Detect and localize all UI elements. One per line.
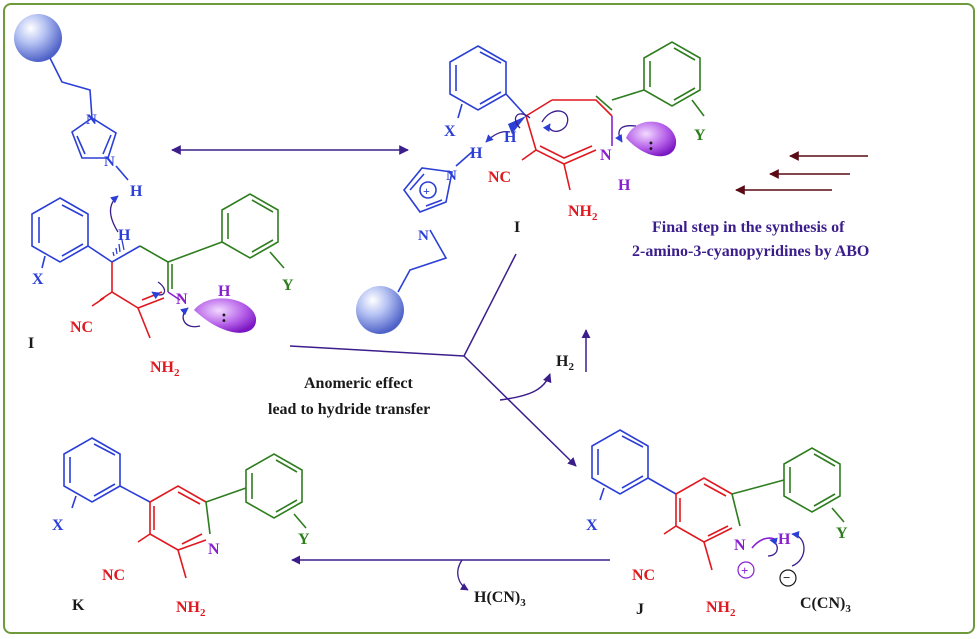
- diagram-frame: [3, 3, 975, 634]
- substituent-x: X: [32, 271, 44, 288]
- ring-nitrogen-right: N: [600, 147, 612, 164]
- retrosynthesis-arrows: [735, 151, 868, 195]
- amino-group-K: NH2: [176, 599, 206, 619]
- supported-imidazolium-right: N N H +: [356, 145, 483, 334]
- imidazole-h: H: [130, 183, 143, 200]
- lone-pair-dots-right: :: [648, 134, 654, 154]
- substituent-x-right: X: [444, 123, 456, 140]
- cyano-group-K: NC: [102, 567, 125, 584]
- substituent-y-J: Y: [836, 525, 848, 542]
- nh-hydrogen-J: H: [778, 531, 791, 548]
- lone-pair-dots: :: [221, 306, 227, 326]
- cyano-group: NC: [70, 319, 93, 336]
- hydride-h: H: [118, 227, 131, 244]
- substituent-y-K: Y: [298, 531, 310, 548]
- caption-line-1: Final step in the synthesis of: [652, 219, 845, 236]
- lone-pair-orbital-right: [626, 121, 677, 157]
- substituent-x-J: X: [586, 517, 598, 534]
- nh-hydrogen-right: H: [618, 177, 631, 194]
- amino-group: NH2: [150, 359, 180, 379]
- tricyanomethane: H(CN)3: [474, 589, 526, 609]
- hydrogen-gas: H2: [556, 353, 574, 373]
- amino-group-J: NH2: [706, 599, 736, 619]
- imidazolium-n1: N: [446, 168, 457, 184]
- compound-label-I-right: I: [514, 219, 520, 236]
- anomeric-text-2: lead to hydride transfer: [268, 401, 430, 418]
- imidazolium-h: H: [470, 145, 483, 162]
- anomeric-text-1: Anomeric effect: [304, 375, 413, 392]
- support-sphere: [14, 14, 62, 62]
- ring-nitrogen: N: [176, 291, 188, 308]
- cyano-group-right: NC: [488, 169, 511, 186]
- supported-imidazole-left: N N H: [14, 14, 143, 200]
- cyano-group-J: NC: [632, 567, 655, 584]
- imidazolium-charge: +: [423, 184, 430, 198]
- compound-label-J: J: [636, 601, 644, 618]
- substituent-x-K: X: [52, 517, 64, 534]
- tricyanomethanide: C(CN)3: [800, 595, 851, 615]
- ring-nitrogen-K: N: [208, 541, 220, 558]
- ring-nitrogen-J: N: [734, 537, 746, 554]
- nh-hydrogen: H: [218, 283, 231, 300]
- support-sphere-right: [356, 286, 404, 334]
- substituent-y: Y: [282, 277, 294, 294]
- anion-charge: −: [783, 570, 790, 585]
- amino-group-right: NH2: [568, 203, 598, 223]
- intermediate-I-right: : H X Y N H NC NH2 I: [444, 41, 706, 236]
- caption-line-2: 2-amino-3-cyanopyridines by ABO: [632, 243, 869, 260]
- compound-label-I-left: I: [28, 335, 34, 352]
- transformation-lines: [289, 253, 591, 467]
- intermediate-I-left: : H X Y N H NC NH2 I: [28, 193, 294, 379]
- imidazole-n1: N: [86, 112, 97, 128]
- pyridinium-charge: +: [741, 563, 748, 578]
- lone-pair-orbital: [194, 298, 257, 333]
- imidazole-n3: N: [104, 154, 115, 170]
- product-K: X Y N NC NH2 K: [52, 437, 310, 619]
- imidazolium-n3: N: [418, 228, 429, 244]
- substituent-y-right: Y: [694, 127, 706, 144]
- hydride-h-right: H: [504, 129, 517, 146]
- intermediate-J: X Y N H + NC NH2 J − C(CN)3: [586, 429, 851, 619]
- compound-label-K: K: [72, 597, 85, 614]
